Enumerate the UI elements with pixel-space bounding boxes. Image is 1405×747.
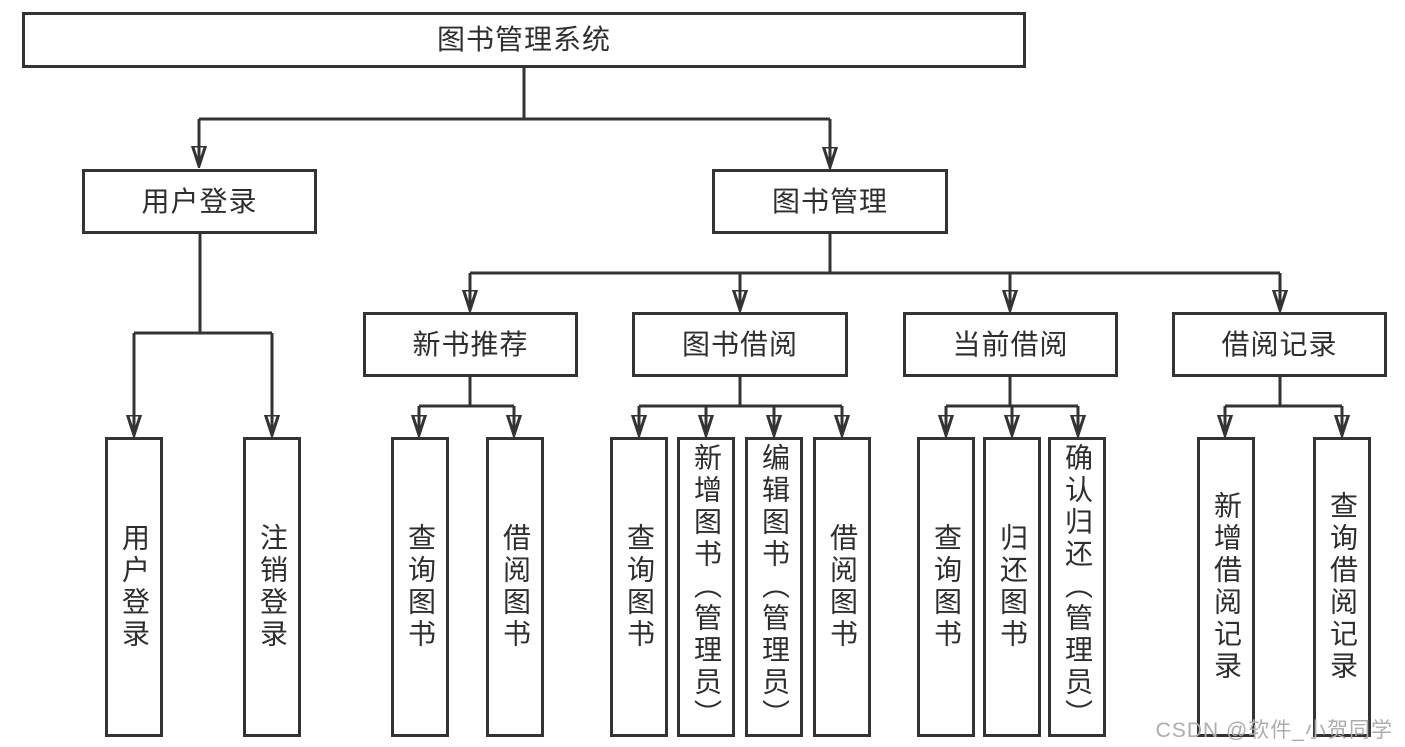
leaf-query-borrow-record: 查询借阅记录 [1313, 437, 1371, 737]
leaf-return-book: 归还图书 [983, 437, 1041, 737]
node-root-label: 图书管理系统 [436, 24, 611, 55]
connector-book-borrow-children [639, 377, 842, 435]
leaf-borrow-book-label: 借阅图书 [827, 523, 858, 651]
leaf-borrow-book: 借阅图书 [813, 437, 871, 737]
node-new-book-recommend: 新书推荐 [363, 312, 578, 377]
connector-borrow-record-children [1225, 377, 1342, 435]
connector-root-to-level2 [199, 68, 830, 167]
leaf-edit-book-admin: 编辑图书（管理员） [745, 437, 803, 737]
node-book-management-branch: 图书管理 [712, 169, 948, 234]
leaf-current-query-book: 查询图书 [917, 437, 975, 737]
leaf-add-borrow-record: 新增借阅记录 [1197, 437, 1255, 737]
leaf-recommend-query-book: 查询图书 [391, 437, 449, 737]
node-book-management-branch-label: 图书管理 [771, 185, 888, 217]
leaf-recommend-borrow-book: 借阅图书 [486, 437, 544, 737]
node-borrow-record-label: 借阅记录 [1221, 328, 1338, 360]
leaf-logout: 注销登录 [243, 437, 301, 737]
node-user-login-branch-label: 用户登录 [141, 185, 258, 217]
leaf-return-book-label: 归还图书 [997, 523, 1028, 651]
node-current-borrow-label: 当前借阅 [952, 328, 1069, 360]
leaf-add-book-admin-label: 新增图书（管理员） [691, 443, 722, 731]
leaf-recommend-borrow-book-label: 借阅图书 [500, 523, 531, 651]
leaf-borrow-query-book-label: 查询图书 [624, 523, 655, 651]
leaf-edit-book-admin-label: 编辑图书（管理员） [759, 443, 790, 731]
node-root: 图书管理系统 [22, 12, 1026, 68]
connector-current-borrow-children [946, 377, 1078, 435]
leaf-query-borrow-record-label: 查询借阅记录 [1327, 491, 1358, 683]
node-book-borrow-label: 图书借阅 [681, 328, 798, 360]
node-new-book-recommend-label: 新书推荐 [412, 328, 529, 360]
node-user-login-branch: 用户登录 [82, 169, 317, 234]
leaf-add-book-admin: 新增图书（管理员） [677, 437, 735, 737]
leaf-user-login: 用户登录 [105, 437, 163, 737]
leaf-user-login-label: 用户登录 [119, 523, 150, 651]
leaf-borrow-query-book: 查询图书 [610, 437, 668, 737]
connector-user-login-children [134, 234, 272, 435]
leaf-current-query-book-label: 查询图书 [931, 523, 962, 651]
leaf-add-borrow-record-label: 新增借阅记录 [1211, 491, 1242, 683]
connector-book-management-to-level3 [470, 234, 1280, 310]
leaf-confirm-return-admin: 确认归还（管理员） [1048, 437, 1106, 737]
leaf-recommend-query-book-label: 查询图书 [405, 523, 436, 651]
node-book-borrow: 图书借阅 [632, 312, 848, 377]
leaf-logout-label: 注销登录 [257, 523, 288, 651]
node-borrow-record: 借阅记录 [1172, 312, 1387, 377]
watermark-text: CSDN @软件_小贺同学 [1155, 719, 1393, 742]
node-current-borrow: 当前借阅 [903, 312, 1118, 377]
connector-new-book-recommend-children [419, 377, 514, 435]
leaf-confirm-return-admin-label: 确认归还（管理员） [1062, 443, 1093, 731]
